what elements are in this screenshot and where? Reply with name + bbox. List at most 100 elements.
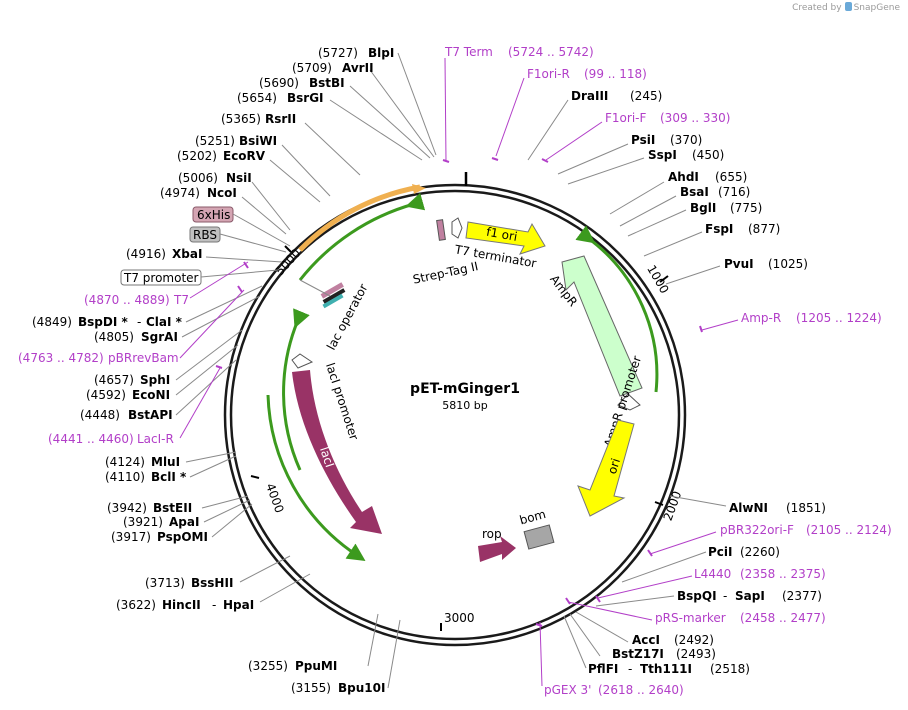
label-rop: rop bbox=[482, 527, 502, 541]
site-name-bstapi: BstAPI bbox=[128, 408, 173, 422]
primer-mark-pgex3 bbox=[535, 623, 543, 627]
site-num-bspqi: (2377) bbox=[782, 589, 822, 603]
primer-range-prs-marker: (2458 .. 2477) bbox=[740, 611, 826, 625]
primer-name-pgex3: pGEX 3' bbox=[544, 683, 591, 697]
site-num-avrii: (5709) bbox=[292, 61, 332, 75]
site-num-bspdi: (4849) bbox=[32, 315, 72, 329]
site-name-pcii: PciI bbox=[708, 545, 733, 559]
site-name-clai: ClaI * bbox=[146, 315, 183, 329]
primer-name-laci-r: LacI-R bbox=[137, 432, 174, 446]
primer-range-l4440: (2358 .. 2375) bbox=[740, 567, 826, 581]
primer-name-t7: T7 bbox=[173, 293, 189, 307]
snapgene-logo-icon bbox=[844, 2, 852, 11]
site-name-bspqi: BspQI bbox=[677, 589, 717, 603]
site-num-bpu10i: (3155) bbox=[291, 681, 331, 695]
site-name-ahdi: AhdI bbox=[668, 170, 699, 184]
primer-mark-laci-r bbox=[215, 365, 223, 369]
site-num-ecorv: (5202) bbox=[177, 149, 217, 163]
lead-pbrrevbam bbox=[179, 289, 245, 359]
lead-6xhis bbox=[232, 213, 291, 247]
site-name-econi: EcoNI bbox=[132, 388, 170, 402]
site-num-pflfi: (2518) bbox=[710, 662, 750, 676]
lead-clai bbox=[185, 285, 263, 323]
lead-alwni bbox=[669, 495, 727, 507]
site-name-draiii: DraIII bbox=[571, 89, 608, 103]
site-name-hpai: HpaI bbox=[223, 598, 254, 612]
primer-range-f1ori-f: (309 .. 330) bbox=[660, 111, 730, 125]
feature-lac-operator-cluster bbox=[299, 279, 346, 309]
site-num-alwni: (1851) bbox=[786, 501, 826, 515]
site-num-ppumi: (3255) bbox=[248, 659, 288, 673]
lead-fspi bbox=[643, 231, 703, 257]
site-name-bgli: BglI bbox=[690, 201, 716, 215]
lead-draiii bbox=[527, 99, 569, 161]
tick-4000-mark bbox=[250, 475, 260, 479]
lead-mlui bbox=[185, 451, 237, 463]
label-ori: ori bbox=[605, 457, 623, 476]
feature-operator-bar bbox=[322, 293, 344, 309]
site-name-bstbi: BstBI bbox=[309, 76, 345, 90]
label-strep-tag: Strep-Tag II bbox=[412, 259, 480, 287]
feature-f1-ori bbox=[465, 221, 546, 255]
site-name-xbai: XbaI bbox=[172, 247, 202, 261]
primer-mark-t7 bbox=[243, 261, 249, 269]
lead-avrii bbox=[369, 69, 435, 158]
primer-name-f1ori-f: F1ori-F bbox=[605, 111, 646, 125]
primer-name-t7-term: T7 Term bbox=[444, 45, 493, 59]
lead-f1ori-r bbox=[495, 77, 525, 157]
site-name-bsiwi: BsiWI bbox=[239, 134, 277, 148]
lead-acci bbox=[575, 611, 629, 643]
site-sep-sapi: - bbox=[723, 589, 727, 603]
site-name-bpu10i: Bpu10I bbox=[338, 681, 385, 695]
site-num-xbai: (4916) bbox=[126, 247, 166, 261]
lead-bsai bbox=[619, 195, 677, 227]
primer-mark-t7-term bbox=[442, 159, 450, 163]
site-name-acci: AccI bbox=[632, 633, 660, 647]
lead-ahdi bbox=[609, 181, 665, 215]
label-bom: bom bbox=[518, 507, 547, 527]
label-laci-promoter: lacI promoter bbox=[323, 361, 361, 442]
site-sep-clai: - bbox=[137, 315, 141, 329]
primer-mark-prs-marker bbox=[565, 597, 571, 605]
site-num-pspomi: (3917) bbox=[111, 530, 151, 544]
site-name-nsii: NsiI bbox=[226, 171, 252, 185]
feature-laci-promoter bbox=[291, 353, 314, 369]
lead-bstz17i bbox=[569, 613, 601, 657]
primer-range-amp-r: (1205 .. 1224) bbox=[796, 311, 882, 325]
primer-mark-l4440 bbox=[595, 595, 601, 603]
site-num-bstapi: (4448) bbox=[80, 408, 120, 422]
site-num-bstbi: (5690) bbox=[259, 76, 299, 90]
box-rbs-label: RBS bbox=[193, 228, 217, 242]
box-6xhis-label: 6xHis bbox=[197, 208, 230, 222]
site-name-sphi: SphI bbox=[140, 373, 170, 387]
site-name-pspomi: PspOMI bbox=[157, 530, 208, 544]
site-num-bsteii: (3942) bbox=[107, 501, 147, 515]
primer-range-pbr322ori-f: (2105 .. 2124) bbox=[806, 523, 892, 537]
site-name-sgrai: SgrAI bbox=[141, 330, 178, 344]
credit-text: Created by bbox=[792, 3, 842, 13]
site-name-bsai: BsaI bbox=[680, 185, 709, 199]
lead-tth111i bbox=[563, 615, 587, 669]
primer-range-t7-term: (5724 .. 5742) bbox=[508, 45, 594, 59]
site-sep-tth111i: - bbox=[628, 662, 632, 676]
site-name-mlui: MluI bbox=[151, 455, 180, 469]
site-name-ncoi: NcoI bbox=[207, 186, 237, 200]
label-f1-ori: f1 ori bbox=[485, 225, 518, 244]
site-name-bspdi: BspDI * bbox=[78, 315, 128, 329]
lead-pbr322ori-f bbox=[649, 531, 717, 555]
lead-sgrai bbox=[181, 295, 261, 338]
site-num-bstz17i: (2493) bbox=[676, 647, 716, 661]
lead-pspomi bbox=[211, 503, 253, 538]
site-num-pvui: (1025) bbox=[768, 257, 808, 271]
backbone-outer bbox=[223, 183, 687, 647]
lead-bpu10i bbox=[387, 619, 401, 689]
site-num-bsrgi: (5654) bbox=[237, 91, 277, 105]
feature-rbs-bar bbox=[322, 288, 346, 304]
lead-rbs bbox=[219, 233, 287, 253]
site-name-bcli: BclI * bbox=[151, 470, 187, 484]
primer-name-amp-r: Amp-R bbox=[741, 311, 781, 325]
plasmid-name: pET-mGinger1 bbox=[410, 381, 520, 397]
primer-range-t7: (4870 .. 4889) bbox=[84, 293, 170, 307]
